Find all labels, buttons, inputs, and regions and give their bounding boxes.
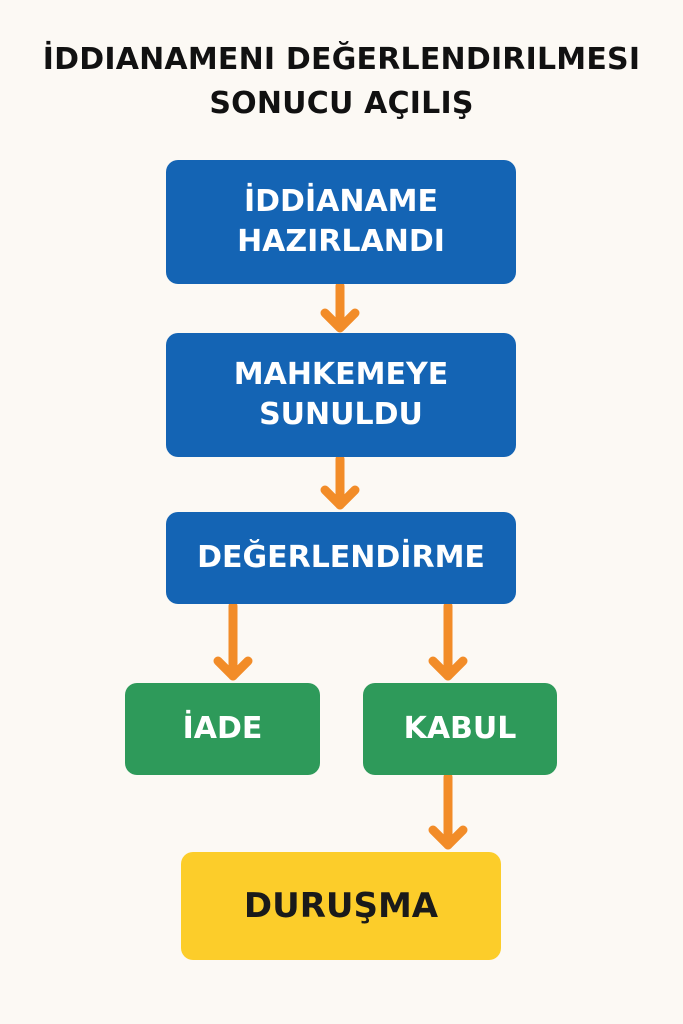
arrow-evaluation-to-accept: [428, 601, 468, 681]
node-accept: KABUL: [363, 683, 557, 775]
node-submitted-to-court-line1: MAHKEMEYE: [233, 357, 449, 392]
node-evaluation: DEĞERLENDİRME: [166, 512, 516, 604]
node-submitted-to-court: MAHKEMEYE SUNULDU: [166, 333, 516, 457]
node-indictment-prepared: İDDİANAME HAZIRLANDI: [166, 160, 516, 284]
node-indictment-prepared-line2: HAZIRLANDI: [237, 224, 445, 259]
diagram-title-line1: İDDIANAMENI DEĞERLENDIRILMESI: [42, 42, 641, 77]
node-return: İADE: [125, 683, 320, 775]
node-submitted-to-court-line2: SUNULDU: [259, 397, 423, 432]
node-indictment-prepared-line1: İDDİANAME: [243, 184, 439, 219]
node-hearing: DURUŞMA: [181, 852, 501, 960]
node-evaluation-label: DEĞERLENDİRME: [197, 540, 485, 575]
diagram-title-line2: SONUCU AÇILIŞ: [209, 86, 474, 121]
node-hearing-label: DURUŞMA: [243, 886, 439, 926]
arrow-accept-to-hearing: [428, 772, 468, 850]
arrow-submitted-to-evaluation: [320, 454, 360, 510]
arrow-evaluation-to-return: [213, 601, 253, 681]
node-return-label: İADE: [182, 711, 263, 746]
diagram-title: İDDIANAMENI DEĞERLENDIRILMESI SONUCU AÇI…: [0, 38, 683, 126]
arrow-prepared-to-submitted: [320, 281, 360, 333]
node-accept-label: KABUL: [403, 711, 517, 746]
